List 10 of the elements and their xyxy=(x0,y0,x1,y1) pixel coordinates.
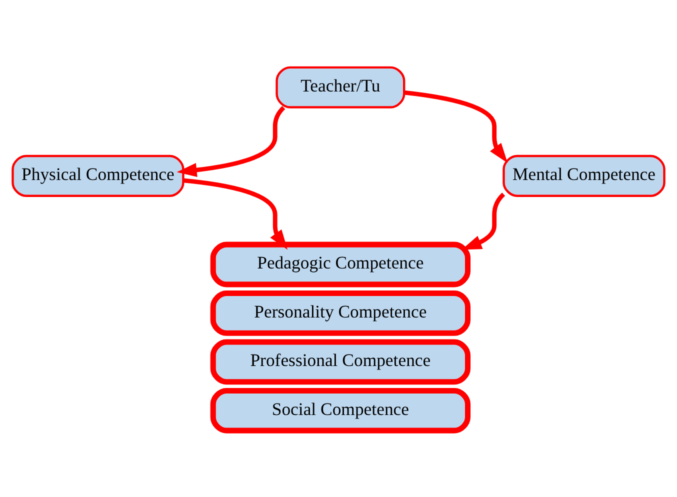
node-box: Social Competence xyxy=(210,387,471,433)
arrow xyxy=(404,90,508,162)
node-box: Mental Competence xyxy=(502,154,666,196)
node-box: Professional Competence xyxy=(210,338,471,384)
node-box: Teacher/Tu xyxy=(276,66,406,108)
arrow xyxy=(183,178,288,250)
node-box: Personality Competence xyxy=(210,290,471,336)
node-box: Pedagogic Competence xyxy=(210,241,471,287)
node-box: Physical Competence xyxy=(12,154,184,196)
arrow xyxy=(176,106,286,176)
